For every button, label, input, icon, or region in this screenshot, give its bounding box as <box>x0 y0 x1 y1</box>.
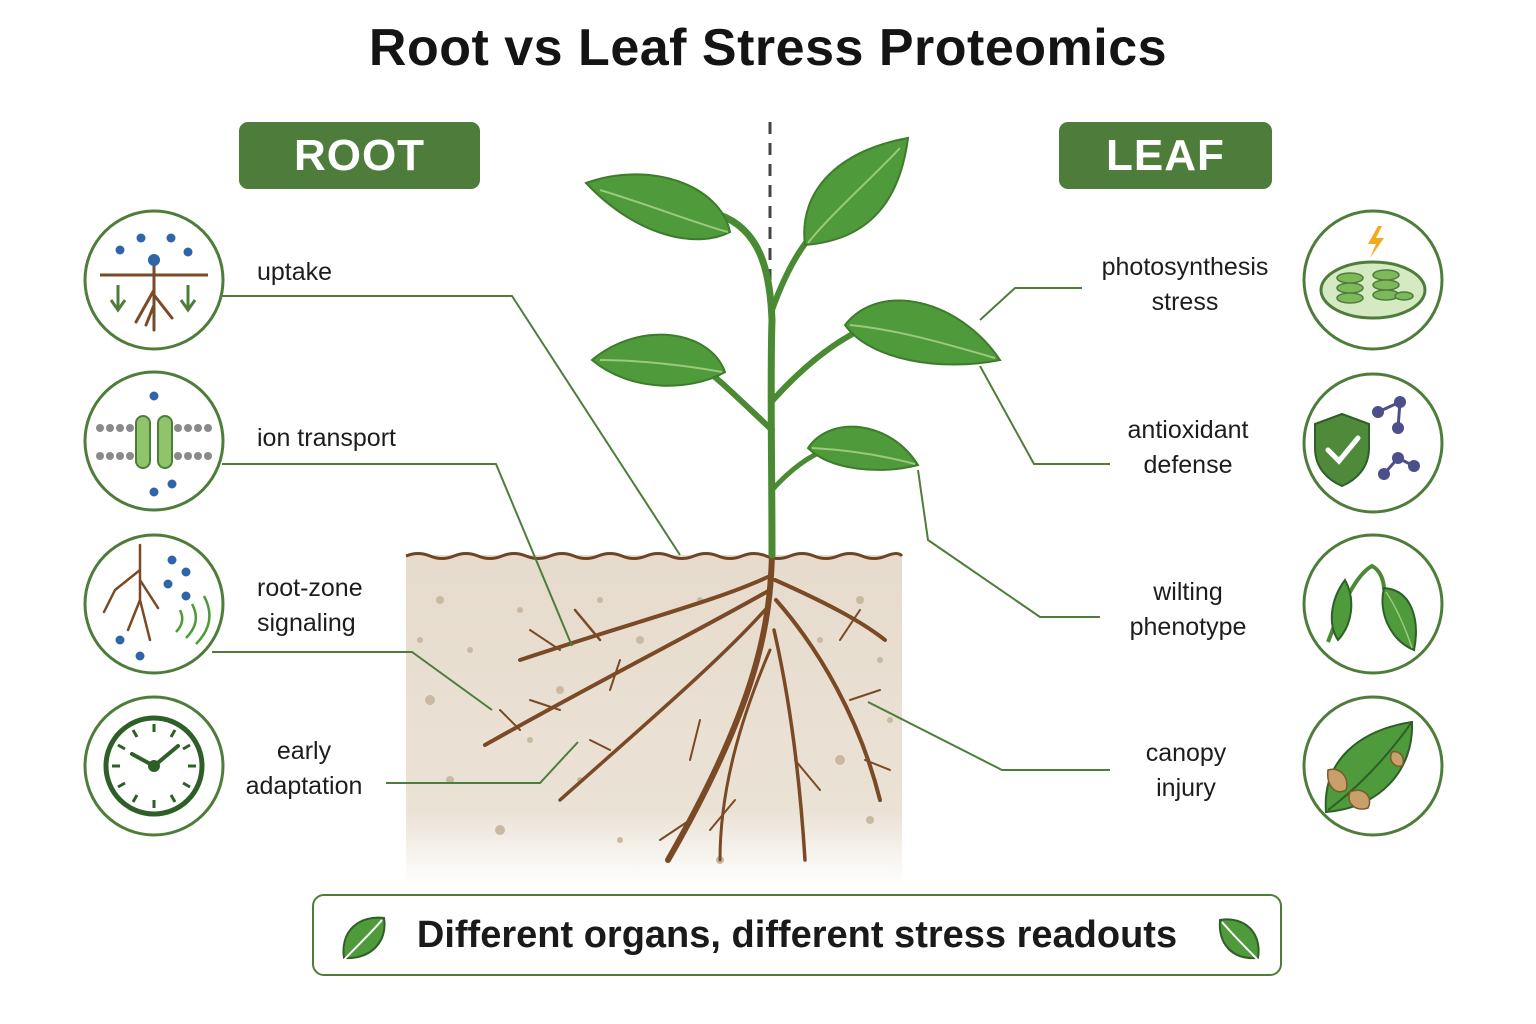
label-antioxidant-line-2: defense <box>1143 451 1233 479</box>
root-system <box>483 552 891 863</box>
clock-icon <box>83 695 225 837</box>
page-title: Root vs Leaf Stress Proteomics <box>368 19 1168 77</box>
label-photosynthesis-line-1: photosynthesis <box>1101 253 1269 281</box>
label-photosynthesis-line-2: stress <box>1151 288 1219 316</box>
label-canopy-injury: canopy injury <box>1081 736 1291 806</box>
leaf-panel-label: LEAF <box>1059 122 1272 189</box>
label-wilting-line-1: wilting <box>1153 578 1223 606</box>
label-canopy-line-1: canopy <box>1145 739 1227 767</box>
footer-leaf-right-icon <box>1218 918 1261 963</box>
label-canopy-line-2: injury <box>1156 774 1216 802</box>
label-root-zone-line-2: signaling <box>257 609 356 637</box>
footer-banner: Different organs, different stress reado… <box>312 894 1282 976</box>
wilting-leaf-icon <box>1302 533 1444 675</box>
label-uptake: uptake <box>257 255 332 290</box>
label-root-zone-signaling: root-zone signaling <box>257 571 363 641</box>
footer-text: Different organs, different stress reado… <box>416 913 1178 956</box>
root-signaling-icon <box>83 533 225 675</box>
label-antioxidant-defense: antioxidant defense <box>1083 413 1293 483</box>
shield-molecule-icon <box>1302 372 1444 514</box>
leaf-icons <box>1302 209 1444 837</box>
damaged-leaf-icon <box>1302 695 1444 837</box>
label-wilting-phenotype: wilting phenotype <box>1083 575 1293 645</box>
nutrient-uptake-icon <box>83 209 225 351</box>
ion-channel-icon <box>83 370 225 512</box>
label-root-zone-line-1: root-zone <box>257 574 363 602</box>
soil-block <box>405 552 904 885</box>
chloroplast-icon <box>1302 209 1444 351</box>
label-ion-transport: ion transport <box>257 421 396 456</box>
label-uptake-line-1: uptake <box>257 258 333 286</box>
label-early-line-1: early <box>276 737 332 765</box>
connector-lines <box>212 287 1110 784</box>
label-ion-transport-line-1: ion transport <box>257 424 396 452</box>
label-antioxidant-line-1: antioxidant <box>1127 416 1249 444</box>
label-early-line-2: adaptation <box>245 772 363 800</box>
label-photosynthesis-stress: photosynthesis stress <box>1080 250 1290 320</box>
root-icons <box>83 209 225 837</box>
label-wilting-line-2: phenotype <box>1129 613 1247 641</box>
plant-leaves <box>584 136 1002 471</box>
footer-leaf-left-icon <box>341 916 386 963</box>
plant-stem <box>697 207 863 559</box>
root-panel-label: ROOT <box>239 122 480 189</box>
label-early-adaptation: early adaptation <box>238 734 370 804</box>
